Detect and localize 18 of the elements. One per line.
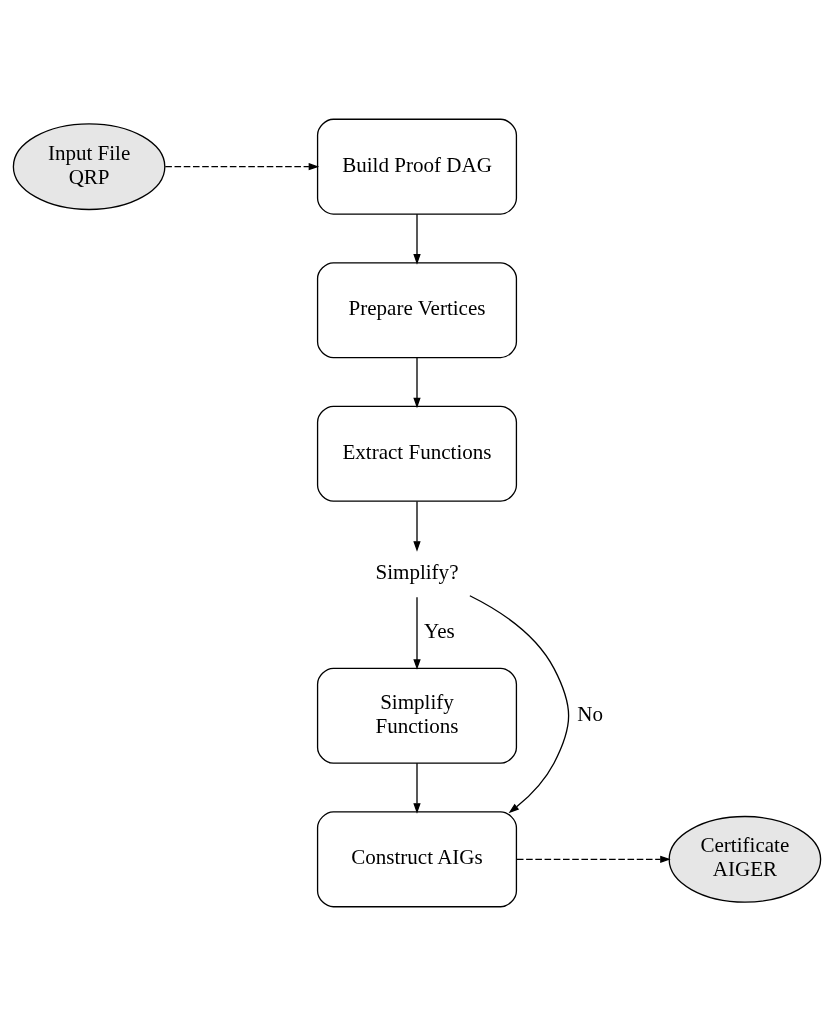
node-ellipse: Input File QRP: [12, 122, 166, 210]
arrow: [413, 356, 421, 408]
arrow: [516, 855, 671, 863]
arrow: [164, 162, 320, 170]
node-box: Construct AIGs: [316, 810, 518, 907]
arrow: [413, 212, 421, 265]
node-ellipse: Certificate AIGER: [668, 815, 822, 903]
arrow: [413, 500, 421, 552]
edge-label: Yes: [424, 618, 455, 643]
node-box: Extract Functions: [316, 405, 518, 502]
node-box: Build Proof DAG: [316, 118, 518, 215]
arrow: [413, 762, 421, 814]
node-text: Simplify?: [375, 559, 459, 584]
edge-label: No: [577, 701, 604, 726]
node-box: Prepare Vertices: [316, 261, 518, 358]
node-box: Simplify Functions: [316, 667, 518, 764]
arrow: [413, 596, 421, 670]
arrow: [469, 594, 570, 813]
